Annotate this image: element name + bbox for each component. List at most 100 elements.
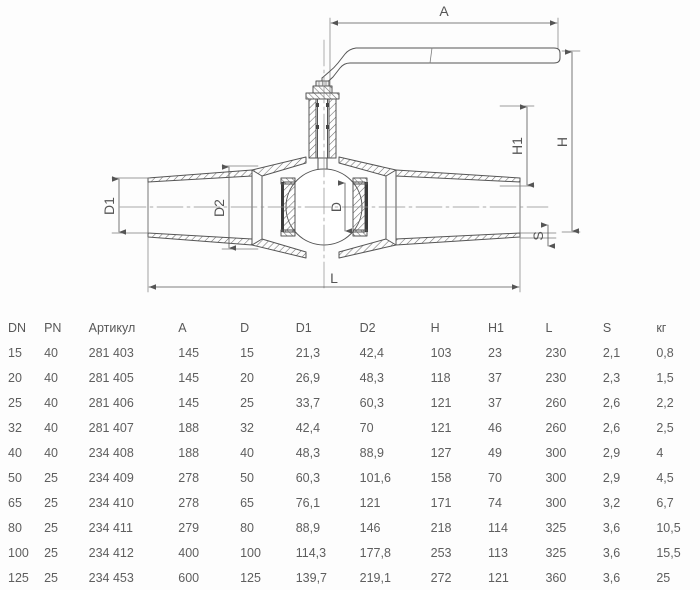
cell-dn: 100 xyxy=(8,545,29,560)
cell-h1: 113 xyxy=(488,545,508,560)
dimension-a xyxy=(329,17,559,97)
valve-handle xyxy=(321,47,561,87)
cell-s: 2,6 xyxy=(602,395,621,410)
dimension-s xyxy=(519,222,557,249)
cell-a: 279 xyxy=(178,520,200,535)
cell-l: 230 xyxy=(545,370,567,385)
cell-l: 300 xyxy=(545,495,567,510)
cell-s: 2,6 xyxy=(602,420,621,435)
dimension-label-d1: D1 xyxy=(101,197,117,215)
cell-d1: 60,3 xyxy=(295,470,321,485)
cell-a: 188 xyxy=(178,445,200,460)
cell-l: 360 xyxy=(545,570,567,585)
cell-d1: 139,7 xyxy=(295,570,327,585)
cell-pn: 40 xyxy=(44,445,58,460)
cell-article: 234 453 xyxy=(88,570,134,585)
pipe-end-right xyxy=(395,169,521,246)
cell-d1: 26,9 xyxy=(295,370,321,385)
cell-h: 158 xyxy=(430,470,452,485)
cell-pn: 25 xyxy=(44,545,58,560)
cell-d: 15 xyxy=(240,345,254,360)
column-header-h1: H1 xyxy=(488,320,505,335)
cell-article: 281 407 xyxy=(88,420,134,435)
cell-kg: 4,5 xyxy=(656,470,674,485)
cell-d: 20 xyxy=(240,370,254,385)
column-header-d2: D2 xyxy=(359,320,376,335)
cell-a: 600 xyxy=(178,570,200,585)
cell-dn: 15 xyxy=(8,345,22,360)
cell-l: 260 xyxy=(545,395,567,410)
cell-d1: 21,3 xyxy=(295,345,321,360)
cell-kg: 6,7 xyxy=(656,495,674,510)
cell-kg: 10,5 xyxy=(656,520,681,535)
dimension-label-s: S xyxy=(530,231,546,240)
valve-stem-assembly xyxy=(305,80,340,185)
cell-dn: 20 xyxy=(8,370,22,385)
cell-pn: 40 xyxy=(44,370,58,385)
cell-d: 25 xyxy=(240,395,254,410)
cell-h1: 70 xyxy=(488,470,502,485)
dimension-d1 xyxy=(111,176,151,235)
cell-d1: 33,7 xyxy=(295,395,321,410)
cell-dn: 25 xyxy=(8,395,22,410)
cell-d1: 88,9 xyxy=(295,520,321,535)
cell-a: 145 xyxy=(178,395,200,410)
cell-a: 145 xyxy=(178,345,200,360)
cell-s: 2,9 xyxy=(602,470,621,485)
cell-kg: 2,5 xyxy=(656,420,674,435)
dimension-h1 xyxy=(499,104,535,188)
cell-h1: 49 xyxy=(488,445,502,460)
cell-s: 2,1 xyxy=(602,345,621,360)
cell-kg: 2,2 xyxy=(656,395,674,410)
cell-l: 230 xyxy=(545,345,567,360)
cell-d2: 177,8 xyxy=(359,545,391,560)
cell-pn: 40 xyxy=(44,345,58,360)
cell-d1: 114,3 xyxy=(295,545,327,560)
cell-l: 300 xyxy=(545,445,567,460)
cell-d2: 146 xyxy=(359,520,381,535)
cell-a: 278 xyxy=(178,470,200,485)
cell-h1: 37 xyxy=(488,395,502,410)
cell-l: 300 xyxy=(545,470,567,485)
cell-d2: 88,9 xyxy=(359,445,384,460)
cell-d: 80 xyxy=(240,520,254,535)
cell-h1: 23 xyxy=(488,345,502,360)
cell-h: 253 xyxy=(430,545,452,560)
cell-dn: 65 xyxy=(8,495,22,510)
dimension-label-h: H xyxy=(554,137,570,147)
dimension-label-l: L xyxy=(330,270,338,286)
cell-s: 2,3 xyxy=(602,370,621,385)
cell-s: 3,2 xyxy=(602,495,621,510)
cell-a: 145 xyxy=(178,370,200,385)
cell-pn: 25 xyxy=(44,520,58,535)
cell-s: 3,6 xyxy=(602,545,621,560)
cell-h1: 121 xyxy=(488,570,509,585)
dimension-l xyxy=(147,236,521,293)
cell-article: 234 408 xyxy=(88,445,134,460)
cell-d: 65 xyxy=(240,495,254,510)
cell-dn: 50 xyxy=(8,470,22,485)
cell-pn: 25 xyxy=(44,570,58,585)
cell-kg: 1,5 xyxy=(656,370,674,385)
cell-pn: 25 xyxy=(44,470,58,485)
cell-article: 234 412 xyxy=(88,545,134,560)
cell-kg: 25 xyxy=(656,570,671,585)
cell-dn: 32 xyxy=(8,420,22,435)
column-header-d1: D1 xyxy=(295,320,312,335)
cell-s: 3,6 xyxy=(602,520,621,535)
cell-h1: 46 xyxy=(488,420,502,435)
cell-s: 2,9 xyxy=(602,445,621,460)
pipe-end-left xyxy=(147,169,253,246)
cell-l: 325 xyxy=(545,545,567,560)
cell-s: 3,6 xyxy=(602,570,621,585)
cell-d: 40 xyxy=(240,445,254,460)
column-header-pn: PN xyxy=(44,320,62,335)
cell-article: 281 405 xyxy=(88,370,134,385)
